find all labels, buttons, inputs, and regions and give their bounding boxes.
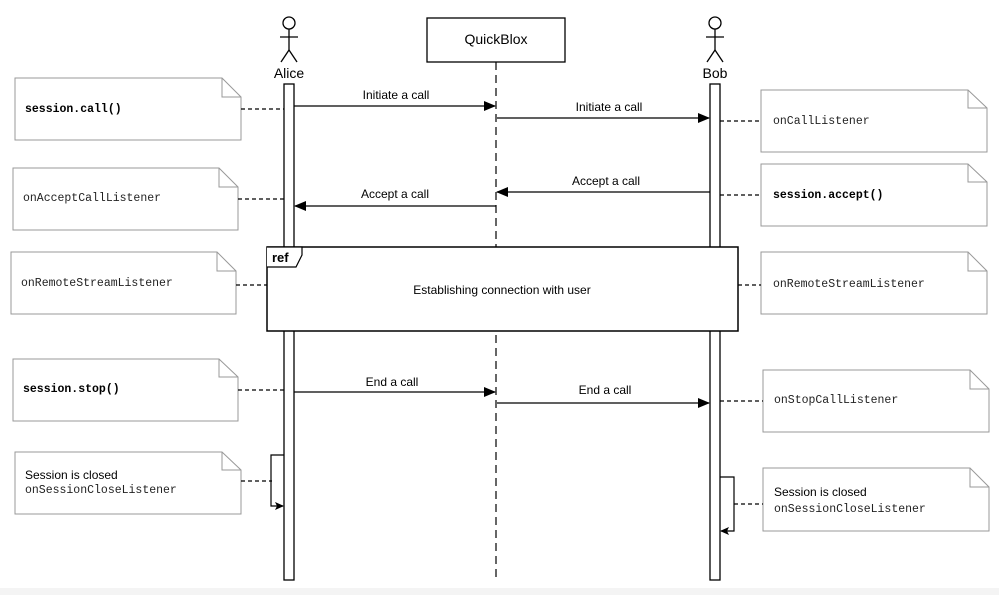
note-text: onCallListener: [773, 115, 870, 128]
message-label: Initiate a call: [363, 88, 430, 102]
message-label: Initiate a call: [576, 100, 643, 114]
actor-icon: [280, 16, 298, 63]
object-label-quickblox: QuickBlox: [464, 31, 527, 47]
self-call-bob: [720, 476, 735, 535]
message-label: Accept a call: [361, 187, 429, 201]
participant-bob: Bob: [703, 16, 728, 81]
message-label: End a call: [579, 383, 632, 397]
note-session-closed-bob: Session is closed onSessionCloseListener: [734, 467, 990, 532]
ref-frame-text: Establishing connection with user: [413, 283, 590, 297]
activation-bar-alice: [283, 83, 295, 581]
message-alice-to-quickblox-end: End a call: [294, 375, 496, 397]
message-label: End a call: [366, 375, 419, 389]
participant-quickblox: QuickBlox: [426, 17, 566, 580]
message-label: Accept a call: [572, 174, 640, 188]
actor-label-bob: Bob: [703, 65, 728, 81]
object-box: [426, 17, 566, 63]
note-session-closed-alice: Session is closed onSessionCloseListener: [14, 451, 272, 515]
ref-frame: ref Establishing connection with user: [266, 246, 739, 332]
activation-bar-bob: [709, 83, 721, 581]
actor-icon: [706, 16, 724, 63]
ref-tag: ref: [272, 250, 289, 265]
note-text: session.accept(): [773, 189, 883, 202]
note-on-stop-call-listener: onStopCallListener: [720, 369, 990, 433]
participant-alice: Alice: [274, 16, 305, 81]
note-session-accept: session.accept(): [720, 163, 988, 227]
message-alice-to-quickblox-initiate: Initiate a call: [294, 88, 496, 111]
note-text: Session is closed: [25, 468, 118, 482]
message-quickblox-to-bob-initiate: Initiate a call: [497, 100, 710, 123]
note-on-call-listener: onCallListener: [720, 89, 988, 153]
note-on-remote-stream-listener-bob: onRemoteStreamListener: [738, 251, 988, 315]
note-on-accept-call-listener: onAcceptCallListener: [12, 167, 284, 231]
note-text: onStopCallListener: [774, 394, 898, 407]
note-text: onRemoteStreamListener: [21, 277, 173, 290]
note-session-call: session.call(): [14, 77, 284, 141]
note-code: onSessionCloseListener: [774, 503, 926, 516]
actor-label-alice: Alice: [274, 65, 305, 81]
message-quickblox-to-bob-end: End a call: [497, 383, 710, 408]
note-session-stop: session.stop(): [12, 358, 284, 422]
note-text: Session is closed: [774, 485, 867, 499]
footer-strip: [0, 588, 999, 595]
note-code: onSessionCloseListener: [25, 484, 177, 497]
note-text: onRemoteStreamListener: [773, 278, 925, 291]
message-quickblox-to-alice-accept: Accept a call: [294, 187, 496, 211]
note-text: onAcceptCallListener: [23, 192, 161, 205]
note-text: session.call(): [25, 103, 122, 116]
message-bob-to-quickblox-accept: Accept a call: [496, 174, 710, 197]
note-text: session.stop(): [23, 383, 120, 396]
self-call-alice: [270, 454, 284, 510]
note-on-remote-stream-listener-alice: onRemoteStreamListener: [10, 251, 267, 315]
